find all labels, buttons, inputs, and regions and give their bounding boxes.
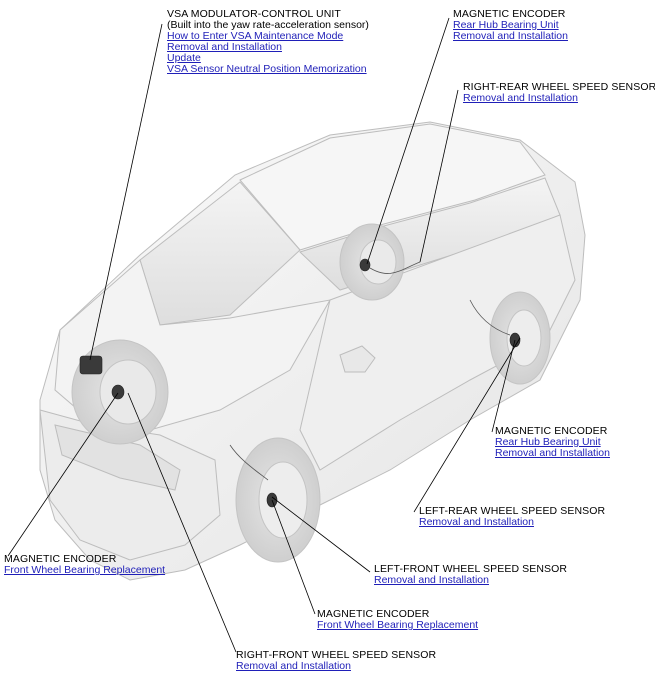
rf-sensor-title: RIGHT-FRONT WHEEL SPEED SENSOR (236, 649, 437, 661)
rr-sensor-title: RIGHT-REAR WHEEL SPEED SENSOR (463, 81, 655, 93)
front-encoder-left-title: MAGNETIC ENCODER (4, 553, 117, 565)
rear-encoder-top-title: MAGNETIC ENCODER (453, 8, 566, 20)
link-vsa-removal[interactable]: Removal and Installation (167, 41, 282, 53)
front-encoder-bottom-title: MAGNETIC ENCODER (317, 608, 430, 620)
sensor-harness (229, 261, 511, 481)
link-vsa-update[interactable]: Update (167, 52, 201, 64)
rear-encoder-right-title: MAGNETIC ENCODER (495, 425, 608, 437)
car-body (39, 121, 586, 581)
link-rf-sensor-removal[interactable]: Removal and Installation (236, 660, 351, 672)
callout-rear-encoder-top: MAGNETIC ENCODER Rear Hub Bearing Unit R… (453, 9, 568, 42)
callout-vsa-modulator: VSA MODULATOR-CONTROL UNIT (Built into t… (167, 9, 369, 75)
link-rr-sensor-removal[interactable]: Removal and Installation (463, 92, 578, 104)
link-front-bearing-bottom[interactable]: Front Wheel Bearing Replacement (317, 619, 479, 631)
link-rear-hub-bearing-right[interactable]: Rear Hub Bearing Unit (495, 436, 601, 448)
lr-sensor-title: LEFT-REAR WHEEL SPEED SENSOR (419, 505, 606, 517)
link-rear-hub-bearing-top[interactable]: Rear Hub Bearing Unit (453, 19, 559, 31)
vsa-note: (Built into the yaw rate-acceleration se… (167, 19, 369, 31)
lf-sensor-title: LEFT-FRONT WHEEL SPEED SENSOR (374, 563, 568, 575)
callout-front-encoder-bottom: MAGNETIC ENCODER Front Wheel Bearing Rep… (317, 609, 478, 631)
link-rear-hub-removal-right[interactable]: Removal and Installation (495, 447, 610, 459)
link-lf-sensor-removal[interactable]: Removal and Installation (374, 574, 489, 586)
callout-rr-wheel-speed-sensor: RIGHT-REAR WHEEL SPEED SENSOR Removal an… (463, 82, 655, 104)
vsa-title: VSA MODULATOR-CONTROL UNIT (167, 8, 341, 20)
link-vsa-neutral-memorization[interactable]: VSA Sensor Neutral Position Memorization (167, 63, 367, 75)
callout-rf-wheel-speed-sensor: RIGHT-FRONT WHEEL SPEED SENSOR Removal a… (236, 650, 436, 672)
callout-lf-wheel-speed-sensor: LEFT-FRONT WHEEL SPEED SENSOR Removal an… (374, 564, 567, 586)
link-rear-hub-removal-top[interactable]: Removal and Installation (453, 30, 568, 42)
link-lr-sensor-removal[interactable]: Removal and Installation (419, 516, 534, 528)
link-front-bearing-left[interactable]: Front Wheel Bearing Replacement (4, 564, 166, 576)
link-vsa-maintenance-mode[interactable]: How to Enter VSA Maintenance Mode (167, 30, 344, 42)
callout-lr-wheel-speed-sensor: LEFT-REAR WHEEL SPEED SENSOR Removal and… (419, 506, 605, 528)
callout-front-encoder-left: MAGNETIC ENCODER Front Wheel Bearing Rep… (4, 554, 165, 576)
leader-lines (7, 17, 521, 653)
callout-rear-encoder-right: MAGNETIC ENCODER Rear Hub Bearing Unit R… (495, 426, 610, 459)
